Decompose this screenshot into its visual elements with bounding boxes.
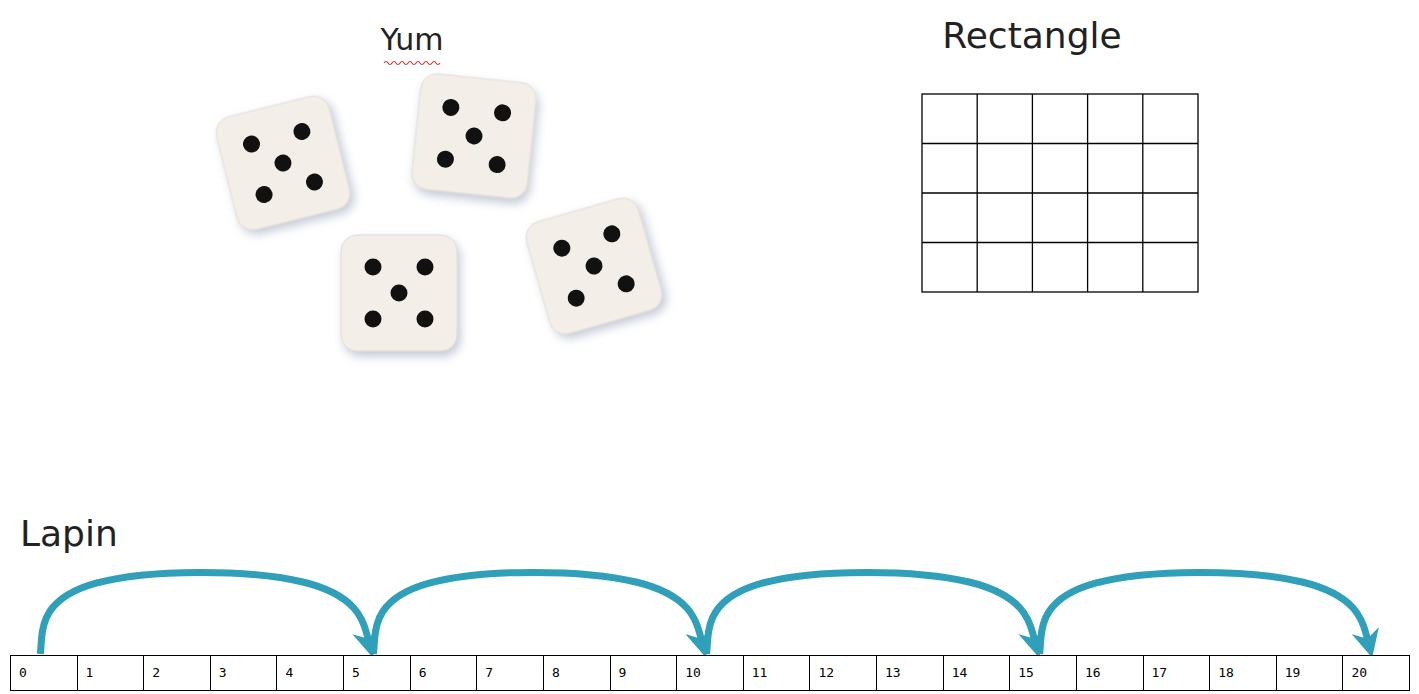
rectangle-grid xyxy=(922,94,1198,292)
die-face xyxy=(213,93,354,234)
number: 0 xyxy=(11,656,77,681)
number-cell: 5 xyxy=(343,655,411,691)
jump-arrow xyxy=(1040,572,1370,654)
number-cell: 17 xyxy=(1143,655,1211,691)
spellcheck-underline xyxy=(384,62,440,65)
die-pip xyxy=(304,172,325,193)
number: 3 xyxy=(211,656,277,681)
number: 15 xyxy=(1010,656,1076,681)
number: 9 xyxy=(611,656,677,681)
number: 17 xyxy=(1144,656,1210,681)
number-cell: 12 xyxy=(809,655,877,691)
die-pip xyxy=(616,273,637,294)
die xyxy=(341,235,457,351)
number: 14 xyxy=(944,656,1010,681)
number-cell: 10 xyxy=(676,655,744,691)
die-face xyxy=(341,235,457,351)
number: 8 xyxy=(544,656,610,681)
die-pip xyxy=(241,134,262,155)
die-pip xyxy=(493,104,512,123)
number-cell: 20 xyxy=(1342,655,1410,691)
die-pip xyxy=(417,259,434,276)
number-cell: 8 xyxy=(543,655,611,691)
die xyxy=(213,93,354,234)
number-cell: 1 xyxy=(77,655,145,691)
die-pip xyxy=(566,288,587,309)
grid-line xyxy=(922,242,1198,243)
number: 16 xyxy=(1077,656,1143,681)
number-cell: 7 xyxy=(476,655,544,691)
die-pip xyxy=(391,285,408,302)
number: 4 xyxy=(277,656,343,681)
jump-arrow xyxy=(40,572,370,654)
number-cell: 6 xyxy=(410,655,478,691)
die-pip xyxy=(273,153,294,174)
die-pip xyxy=(601,223,622,244)
die-pip xyxy=(436,150,455,169)
number-cell: 9 xyxy=(610,655,678,691)
number: 11 xyxy=(744,656,810,681)
number-cell: 11 xyxy=(743,655,811,691)
number-cell: 14 xyxy=(943,655,1011,691)
die-pip xyxy=(488,155,507,174)
grid-border xyxy=(922,94,1198,292)
number-cell: 19 xyxy=(1276,655,1344,691)
number: 10 xyxy=(677,656,743,681)
die-pip xyxy=(442,98,461,117)
die-face xyxy=(522,194,665,337)
section-title: Yum xyxy=(380,22,443,58)
die xyxy=(522,194,665,337)
die-pip xyxy=(551,238,572,259)
die-pip xyxy=(583,255,604,276)
number: 13 xyxy=(877,656,943,681)
number-cell: 18 xyxy=(1209,655,1277,691)
jump-arrow xyxy=(707,572,1037,654)
number: 1 xyxy=(78,656,144,681)
number: 12 xyxy=(810,656,876,681)
number: 5 xyxy=(344,656,410,681)
grid-line xyxy=(922,192,1198,193)
number: 6 xyxy=(411,656,477,681)
section-title: Rectangle xyxy=(942,14,1121,57)
die-pip xyxy=(365,311,382,328)
number-cell: 13 xyxy=(876,655,944,691)
number-cell: 15 xyxy=(1009,655,1077,691)
number-cell: 4 xyxy=(276,655,344,691)
number-cell: 0 xyxy=(10,655,78,691)
number: 7 xyxy=(477,656,543,681)
die xyxy=(410,72,537,199)
number-cell: 16 xyxy=(1076,655,1144,691)
number: 2 xyxy=(144,656,210,681)
number-cell: 3 xyxy=(210,655,278,691)
die-pip xyxy=(465,127,484,146)
die-pip xyxy=(254,184,275,205)
die-pip xyxy=(292,121,313,142)
die-pip xyxy=(365,259,382,276)
number: 19 xyxy=(1277,656,1343,681)
jump-arrow xyxy=(374,572,704,654)
grid-line xyxy=(922,143,1198,144)
dice-group xyxy=(213,72,666,351)
die-pip xyxy=(417,311,434,328)
section-title: Lapin xyxy=(20,512,118,555)
number: 20 xyxy=(1343,656,1409,681)
die-face xyxy=(410,72,537,199)
number: 18 xyxy=(1210,656,1276,681)
number-cell: 2 xyxy=(143,655,211,691)
